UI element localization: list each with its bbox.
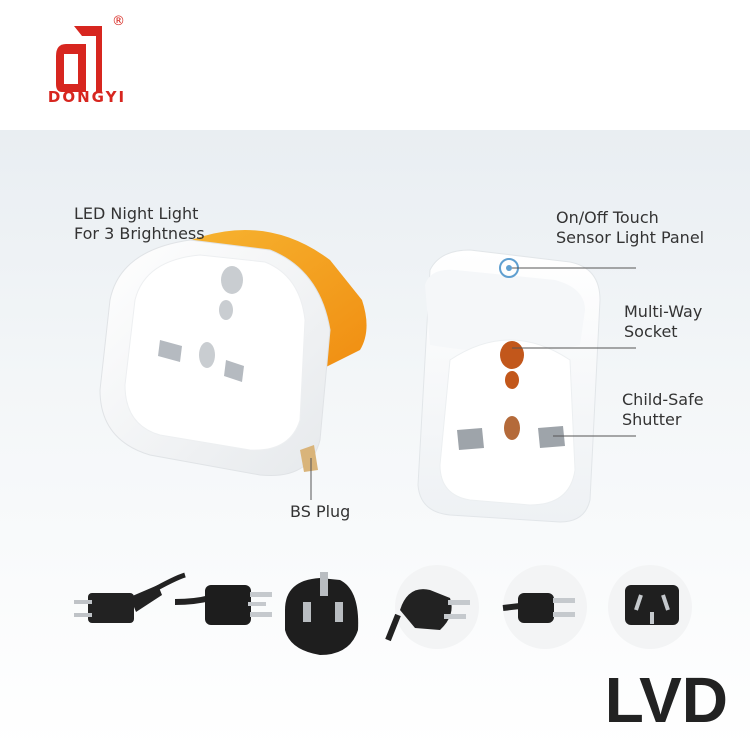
plug-au-icon	[608, 565, 692, 649]
led-callout-line1: LED Night Light	[74, 204, 199, 223]
plug-us-3pin-icon	[174, 585, 272, 625]
shutter-callout-line2: Shutter	[622, 410, 682, 429]
plug-callout: BS Plug	[290, 502, 351, 521]
brand-name: DONGYI	[47, 88, 127, 106]
socket-callout-line1: Multi-Way	[624, 302, 703, 321]
led-callout: LED Night Light For 3 Brightness	[74, 204, 205, 244]
registered-mark: ®	[112, 14, 125, 29]
night-light-adapter	[99, 230, 367, 477]
plug-eu-icon	[385, 565, 479, 649]
plug-br-icon	[502, 565, 587, 649]
lvd-badge: LVD	[604, 664, 728, 736]
shutter-callout: Child-Safe Shutter	[622, 390, 704, 430]
callout-lines	[310, 267, 636, 500]
socket-callout-line2: Socket	[624, 322, 678, 341]
dongyi-logo-icon	[56, 26, 102, 92]
led-callout-line2: For 3 Brightness	[74, 224, 205, 243]
plug-us-2pin-icon	[74, 572, 186, 623]
touch-callout-line2: Sensor Light Panel	[556, 228, 705, 247]
touch-sensor-adapter	[417, 249, 601, 523]
socket-callout: Multi-Way Socket	[624, 302, 702, 342]
touch-callout-line1: On/Off Touch	[556, 208, 659, 227]
touch-callout: On/Off Touch Sensor Light Panel	[556, 208, 704, 248]
shutter-callout-line1: Child-Safe	[622, 390, 704, 409]
plug-uk-icon	[285, 572, 359, 655]
